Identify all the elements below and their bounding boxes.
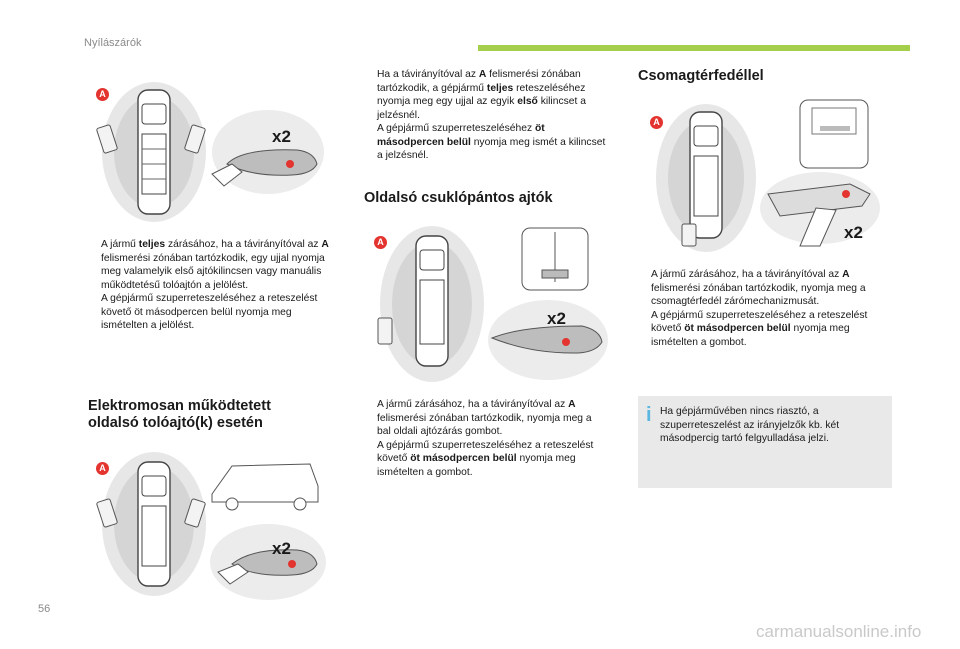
page-number: 56 (38, 603, 51, 615)
heading-tailgate: Csomagtérfedéllel (638, 68, 764, 84)
heading-electric-sliding-door: Elektromosan működtetett oldalsó tolóajt… (88, 398, 271, 431)
info-text: Ha gépjárművében nincs riasztó, a szuper… (660, 406, 840, 444)
list-item: A gépjármű szuperreteszeléséhez a retesz… (651, 309, 868, 348)
watermark: carmanualsonline.info (756, 622, 922, 641)
zone-badge: A (650, 116, 663, 129)
info-icon: i (646, 404, 652, 426)
list-item: A gépjármű szuperreteszeléséhez a retesz… (377, 439, 594, 478)
illustration-hinged-door-button (377, 226, 608, 382)
zone-badge: A (96, 88, 109, 101)
section-label: Nyílászárók (84, 37, 142, 49)
list-item: A jármű zárásához, ha a távirányítóval a… (651, 269, 866, 307)
illustration-tailgate-button (656, 99, 880, 252)
press-label-4: x2 (844, 223, 863, 242)
col3-paragraph: A jármű zárásához, ha a távirányítóval a… (638, 268, 892, 349)
zone-badge: A (374, 236, 387, 249)
list-item: Ha a távirányítóval az A felismerési zón… (377, 69, 586, 121)
info-box: i Ha gépjárművében nincs riasztó, a szup… (638, 396, 892, 488)
press-label-1: x2 (272, 127, 291, 146)
list-item: A gépjármű szuperreteszeléséhez öt másod… (377, 123, 606, 161)
illustration-electric-sliding-door (96, 452, 326, 600)
list-item: A jármű zárásához, ha a távirányítóval a… (377, 399, 592, 437)
section-accent-bar (478, 45, 910, 51)
press-label-2: x2 (272, 539, 291, 558)
col2-paragraph-top: Ha a távirányítóval az A felismerési zón… (364, 68, 608, 163)
illustration-front-door-handle (96, 82, 324, 222)
svg-text:x2: x2 (272, 539, 291, 558)
svg-text:x2: x2 (547, 309, 566, 328)
svg-text:x2: x2 (272, 127, 291, 146)
zone-badge: A (96, 462, 109, 475)
heading-hinged-side-doors: Oldalsó csuklópántos ajtók (364, 190, 553, 206)
svg-text:x2: x2 (844, 223, 863, 242)
col1-paragraph: A jármű teljes zárásához, ha a távirányí… (88, 238, 338, 333)
list-item: A jármű teljes zárásához, ha a távirányí… (101, 239, 329, 291)
col2-paragraph-bottom: A jármű zárásához, ha a távirányítóval a… (364, 398, 608, 479)
press-label-3: x2 (547, 309, 566, 328)
list-item: A gépjármű szuperreteszeléséhez a retesz… (101, 293, 318, 331)
